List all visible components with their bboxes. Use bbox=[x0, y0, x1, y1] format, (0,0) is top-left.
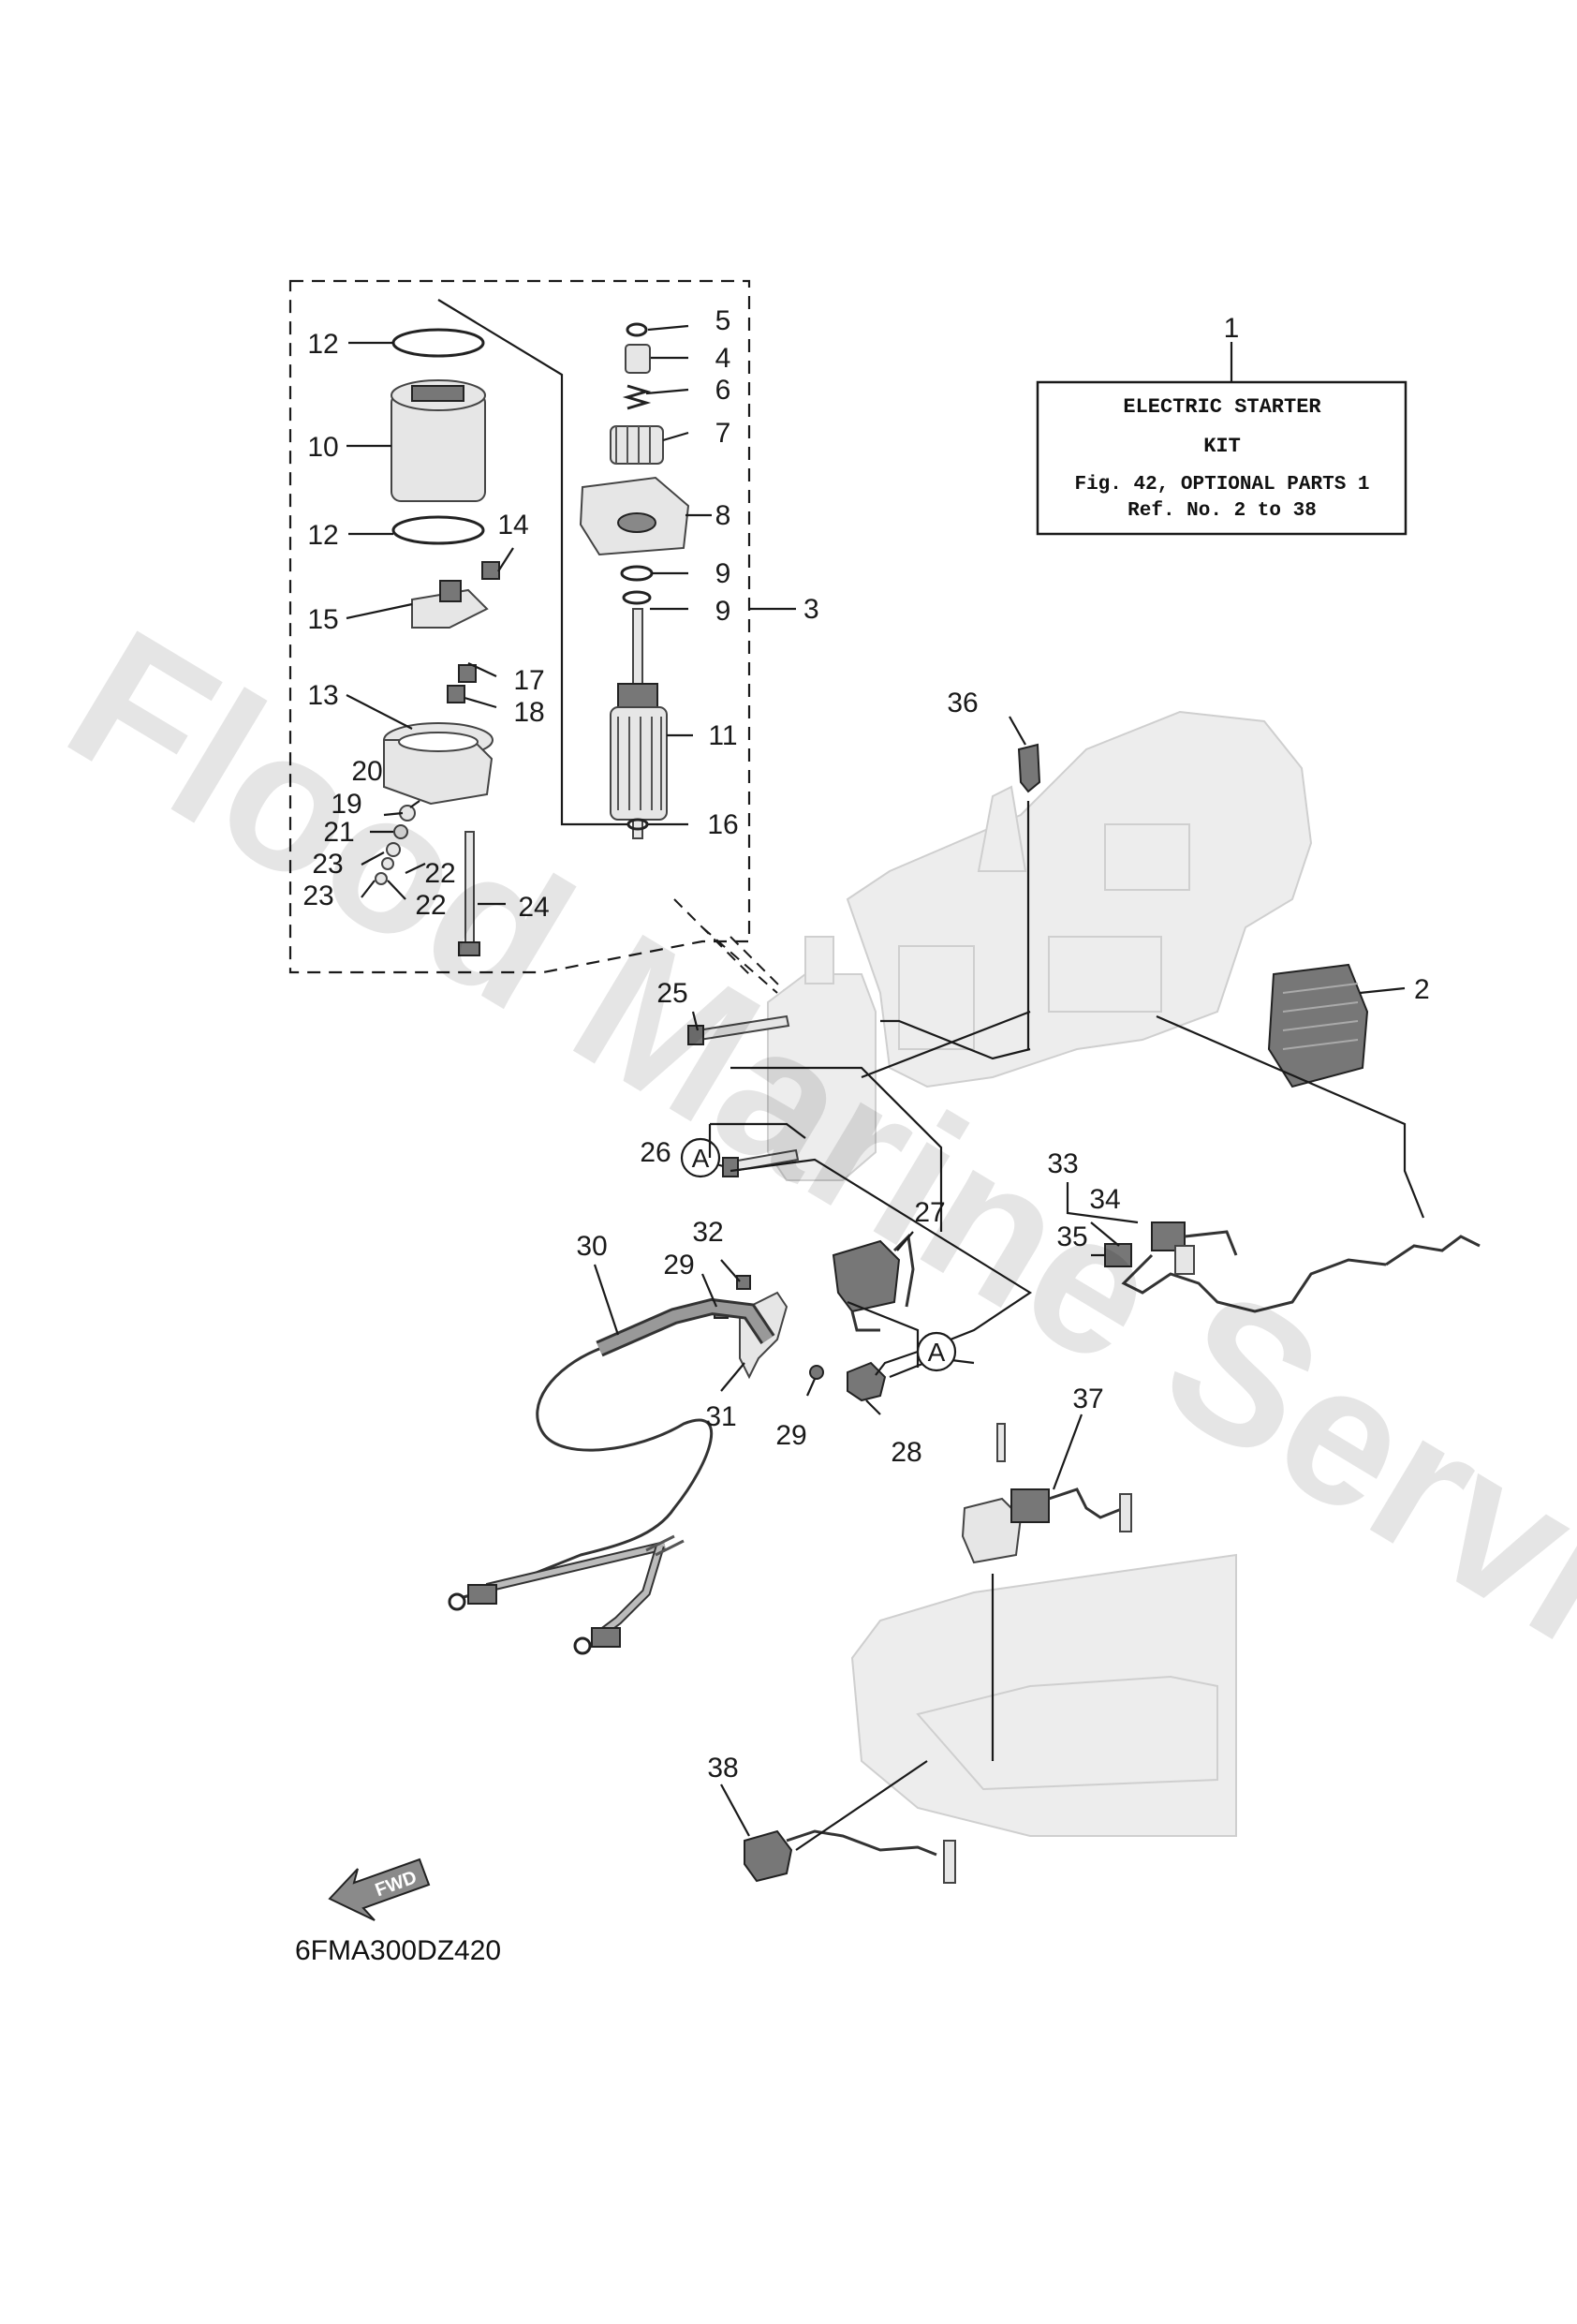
switch-bracket-37 bbox=[961, 1423, 1132, 1564]
armature-washer bbox=[626, 818, 649, 831]
callout-8: 8 bbox=[715, 500, 731, 531]
callout-15: 15 bbox=[307, 604, 338, 635]
front-bracket bbox=[579, 476, 690, 556]
callout-27: 27 bbox=[914, 1197, 945, 1228]
callout-36: 36 bbox=[947, 688, 978, 718]
sensor-28 bbox=[809, 1361, 887, 1402]
callout-4: 4 bbox=[715, 343, 731, 374]
forward-direction-arrow: FWD bbox=[328, 1858, 431, 1921]
callout-17: 17 bbox=[513, 665, 544, 696]
washer-upper bbox=[620, 565, 654, 582]
callout-33: 33 bbox=[1047, 1148, 1078, 1179]
callout-5: 5 bbox=[715, 305, 731, 336]
rear-cover bbox=[383, 722, 494, 806]
callout-32: 32 bbox=[692, 1217, 723, 1248]
reference-marker-a-upper: A bbox=[680, 1122, 806, 1178]
through-bolt bbox=[458, 831, 480, 956]
callout-31: 31 bbox=[705, 1401, 736, 1432]
kit-figure-reference: Fig. 42, OPTIONAL PARTS 1 bbox=[1074, 474, 1369, 496]
callout-29-right: 29 bbox=[775, 1420, 806, 1451]
o-ring-lower bbox=[391, 515, 485, 545]
watermark: Flood Marine Services bbox=[35, 587, 1577, 1852]
callout-6: 6 bbox=[715, 375, 731, 406]
callout-35: 35 bbox=[1056, 1221, 1087, 1252]
starter-yoke bbox=[391, 379, 486, 502]
callout-leaders bbox=[346, 324, 1406, 1837]
bolt-26 bbox=[722, 1148, 800, 1177]
sender-38 bbox=[744, 1829, 956, 1884]
svg-text:A: A bbox=[692, 1144, 710, 1173]
callout-22-upper: 22 bbox=[424, 858, 455, 889]
callout-10: 10 bbox=[307, 432, 338, 463]
callout-12-upper: 12 bbox=[307, 329, 338, 360]
kit-title-line2: KIT bbox=[1203, 435, 1241, 458]
starter-motor-group-boundary bbox=[288, 279, 751, 974]
bolt-36 bbox=[1017, 743, 1041, 793]
bolt-25 bbox=[687, 1014, 790, 1045]
callout-23-upper: 23 bbox=[312, 849, 343, 880]
callout-14: 14 bbox=[497, 510, 528, 540]
callout-numbers: 1 2 3 4 5 6 7 8 9 9 10 11 12 12 13 14 15… bbox=[302, 305, 1429, 1784]
callout-7: 7 bbox=[715, 418, 731, 449]
brush-holder bbox=[411, 580, 489, 629]
washer-lower bbox=[622, 590, 652, 605]
callout-12-lower: 12 bbox=[307, 520, 338, 551]
callout-19: 19 bbox=[331, 789, 361, 820]
rectifier-regulator bbox=[1267, 963, 1369, 1088]
fuse-holder-harness bbox=[1104, 1221, 1481, 1313]
callout-26: 26 bbox=[640, 1137, 671, 1168]
callout-9-upper: 9 bbox=[715, 558, 731, 589]
callout-28: 28 bbox=[891, 1437, 921, 1468]
callout-25: 25 bbox=[656, 978, 687, 1009]
callout-3: 3 bbox=[803, 594, 819, 625]
callout-34: 34 bbox=[1089, 1184, 1120, 1215]
engine-powerhead-outline bbox=[846, 710, 1313, 1088]
drawing-code: 6FMA300DZ420 bbox=[295, 1935, 501, 1966]
callout-37: 37 bbox=[1072, 1384, 1103, 1414]
callout-2: 2 bbox=[1414, 974, 1430, 1005]
callout-9-lower: 9 bbox=[715, 596, 731, 627]
callout-18: 18 bbox=[513, 697, 544, 728]
callout-1: 1 bbox=[1224, 313, 1240, 344]
callout-11: 11 bbox=[708, 720, 737, 751]
armature bbox=[610, 608, 668, 839]
pinion-spring bbox=[622, 384, 652, 410]
pinion-gear bbox=[610, 425, 664, 465]
callout-16: 16 bbox=[707, 809, 738, 840]
reference-marker-a-lower: A bbox=[875, 1331, 957, 1376]
kit-info-box: ELECTRIC STARTER KIT Fig. 42, OPTIONAL P… bbox=[1036, 380, 1408, 536]
callout-13: 13 bbox=[307, 680, 338, 711]
callout-29-left: 29 bbox=[663, 1250, 694, 1280]
o-ring-upper bbox=[391, 328, 485, 358]
callout-20: 20 bbox=[351, 756, 382, 787]
washers-nuts-stack bbox=[375, 805, 416, 885]
starter-relay bbox=[832, 1233, 915, 1332]
callout-21: 21 bbox=[323, 817, 354, 848]
assembly-lines bbox=[730, 801, 1425, 1851]
starter-cable bbox=[448, 1297, 775, 1655]
callout-30: 30 bbox=[576, 1231, 607, 1262]
circlip bbox=[626, 322, 648, 337]
bottom-cowling-outline bbox=[850, 1553, 1237, 1837]
svg-text:A: A bbox=[928, 1338, 946, 1367]
callout-38: 38 bbox=[707, 1753, 738, 1784]
kit-title-line1: ELECTRIC STARTER bbox=[1123, 395, 1321, 419]
callout-23-lower: 23 bbox=[302, 881, 333, 911]
callout-22-lower: 22 bbox=[415, 890, 446, 921]
callout-24: 24 bbox=[518, 892, 549, 923]
pinion-stopper bbox=[625, 344, 651, 374]
kit-ref-range: Ref. No. 2 to 38 bbox=[1127, 500, 1317, 522]
